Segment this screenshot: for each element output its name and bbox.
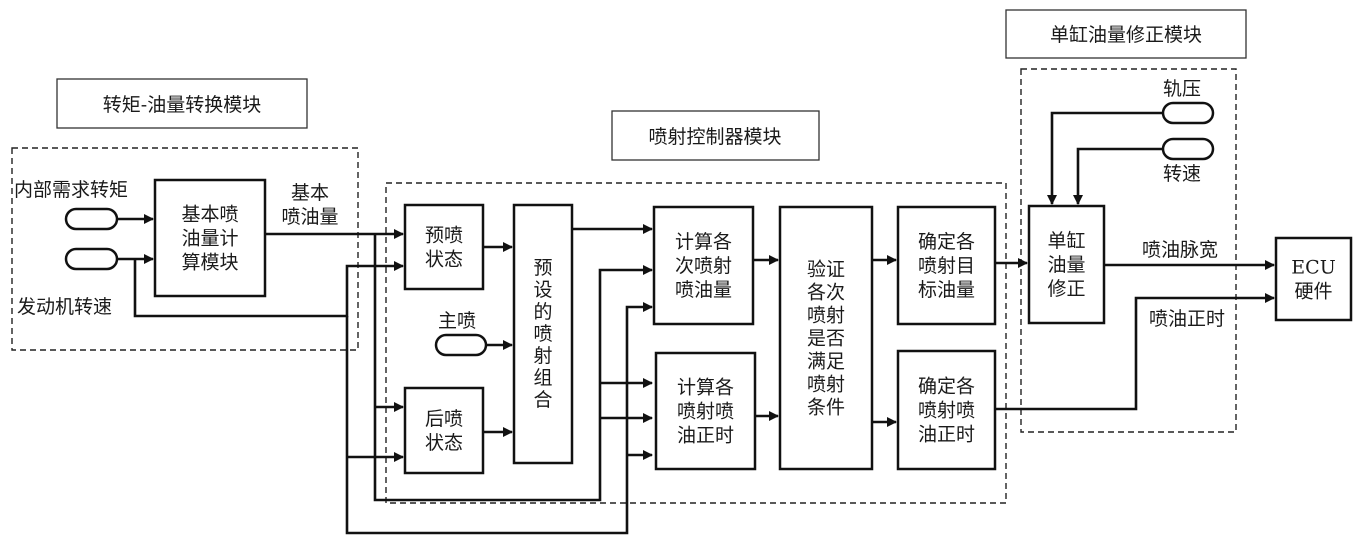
calc-quantity-block-text-line: 喷油量: [675, 279, 732, 301]
cylinder-correction-module-title: 单缸油量修正模块: [1005, 9, 1247, 59]
calc-quantity-block-frame: [652, 205, 755, 326]
verify-conditions-block-frame: [778, 205, 874, 471]
verify-conditions-block-text-line: 各次: [807, 281, 845, 303]
preset-combination-block-text-line: 组: [533, 367, 552, 389]
main-injection-label: 主喷: [438, 310, 476, 332]
target-timing-block-text-line: 油正时: [918, 424, 975, 446]
post-injection-block-frame: [403, 386, 485, 475]
rail-pressure-input: [1161, 101, 1215, 125]
target-quantity-block-text-line: 确定各: [918, 231, 975, 253]
verify-conditions-block-text-line: 条件: [807, 396, 845, 418]
wire-rail-pressure-to-correction: [1047, 111, 1163, 205]
preset-combination-block-text-line: 射: [533, 345, 552, 367]
torque-fuel-module-title-text: 转矩-油量转换模块: [103, 94, 261, 116]
speed-label: 转速: [1163, 163, 1201, 185]
injection-controller-module-boundary: [385, 182, 1007, 504]
target-timing-block-text-line: 喷射喷: [918, 400, 975, 422]
target-timing-block-frame: [896, 349, 997, 471]
wire-speed-to-correction: [1073, 147, 1163, 205]
verify-conditions-block-text-line: 满足: [807, 350, 845, 372]
cylinder-correction-module-boundary: [1020, 68, 1237, 433]
cylinder-correction-block-text-line: 单缸: [1047, 230, 1085, 252]
cylinder-correction-block-text-line: 油量: [1047, 254, 1085, 276]
cylinder-correction-block-text-line: 修正: [1047, 278, 1085, 300]
pulse-width-label: 喷油脉宽: [1142, 239, 1218, 261]
wire-timing-to-ecu: [995, 293, 1275, 411]
cylinder-correction-block: 单缸油量修正: [1027, 204, 1106, 325]
post-injection-block-text-line: 后喷: [425, 408, 463, 430]
injection-timing-label: 喷油正时: [1149, 308, 1225, 330]
calc-timing-block-text-line: 计算各: [677, 377, 734, 399]
target-quantity-block-text-line: 喷射目: [918, 255, 975, 277]
wire-base-bus: [373, 234, 653, 502]
preset-combination-block-text-line: 合: [533, 389, 552, 411]
cylinder-correction-block-frame: [1027, 204, 1106, 325]
injection-controller-module-title-text: 喷射控制器模块: [648, 126, 781, 148]
verify-conditions-block-text-line: 是否: [807, 327, 845, 349]
base-fuel-calc-block-frame: [153, 178, 267, 298]
internal-torque-input: [64, 207, 119, 231]
calc-timing-block-frame: [654, 351, 757, 471]
preset-combination-block-frame: [512, 203, 574, 465]
pre-injection-block-text-line: 预喷: [425, 225, 463, 247]
base-fuel-signal-label-1: 基本: [291, 182, 329, 204]
target-quantity-block-frame: [896, 205, 997, 326]
base-fuel-calc-block-text-line: 基本喷: [181, 204, 238, 226]
ecu-hardware-block-frame: [1274, 236, 1353, 322]
preset-combination-block-text-line: 喷: [533, 323, 552, 345]
base-fuel-calc-block-text-line: 算模块: [181, 252, 238, 274]
verify-conditions-block-text-line: 喷射: [807, 373, 845, 395]
target-timing-block-text-line: 确定各: [918, 376, 975, 398]
preset-combination-block-text-line: 设: [533, 279, 552, 301]
ecu-hardware-block-text-line: 硬件: [1294, 281, 1332, 303]
preset-combination-block-text-line: 的: [533, 301, 552, 323]
base-fuel-calc-block-text-line: 油量计: [181, 228, 238, 250]
internal-torque-label: 内部需求转矩: [14, 179, 128, 201]
post-injection-block-text-line: 状态: [425, 432, 463, 454]
torque-fuel-module-title: 转矩-油量转换模块: [56, 78, 308, 129]
calc-quantity-block-text-line: 计算各: [675, 231, 732, 253]
pre-injection-block-frame: [403, 203, 485, 291]
rail-pressure-label: 轨压: [1163, 78, 1201, 100]
cylinder-correction-module-title-text: 单缸油量修正模块: [1050, 24, 1202, 46]
engine-speed-label: 发动机转速: [17, 296, 112, 318]
verify-conditions-block-text-line: 喷射: [807, 304, 845, 326]
base-fuel-signal-label-2: 喷油量: [281, 206, 338, 228]
pre-injection-block-text-line: 状态: [425, 249, 463, 271]
verify-conditions-block-text-line: 验证: [807, 258, 845, 280]
calc-quantity-block-text-line: 次喷射: [675, 255, 732, 277]
main-injection-input: [434, 333, 488, 357]
wire-speed-bus: [345, 302, 653, 535]
engine-speed-input: [64, 247, 119, 271]
target-quantity-block-text-line: 标油量: [918, 279, 975, 301]
preset-combination-block-text-line: 预: [533, 257, 552, 279]
calc-timing-block-text-line: 喷射喷: [677, 401, 734, 423]
speed-input: [1161, 137, 1215, 161]
ecu-hardware-block-text-line: ECU: [1291, 257, 1335, 279]
injection-controller-module-title: 喷射控制器模块: [611, 110, 820, 161]
torque-fuel-module-boundary: [11, 147, 359, 351]
calc-timing-block-text-line: 油正时: [677, 425, 734, 447]
